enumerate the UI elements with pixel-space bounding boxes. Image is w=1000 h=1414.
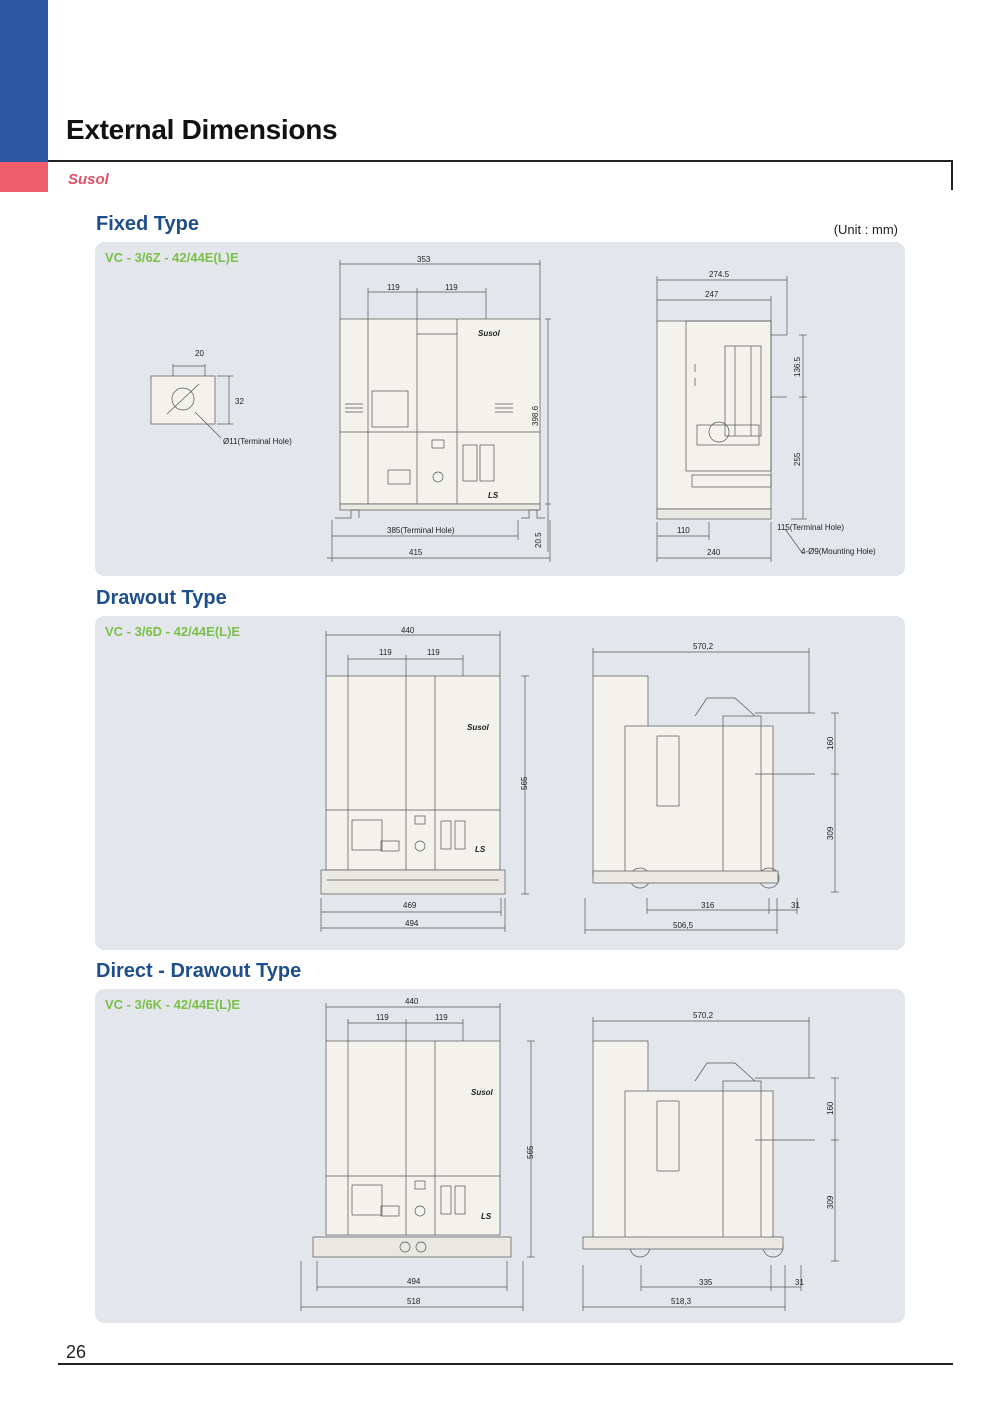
dim-570-2: 570,2 xyxy=(693,1011,714,1020)
dim-353: 353 xyxy=(417,255,431,264)
ls-mark-fixed: LS xyxy=(488,491,499,500)
dim-160: 160 xyxy=(826,1101,835,1115)
dim-518-3: 518,3 xyxy=(671,1297,692,1306)
dim-255: 255 xyxy=(793,452,802,466)
drawing-direct: Susol LS 440 119 119 565 494 518 570,2 1… xyxy=(300,997,839,1311)
dim-247: 247 xyxy=(705,290,719,299)
dim-31: 31 xyxy=(791,901,800,910)
section-title-fixed: Fixed Type xyxy=(96,213,199,235)
model-code-drawout: VC - 3/6D - 42/44E(L)E xyxy=(105,624,241,639)
dim-119-right: 119 xyxy=(427,648,440,657)
brand-mark-direct: Susol xyxy=(471,1088,494,1097)
dim-119-left: 119 xyxy=(387,283,400,292)
dim-119-right: 119 xyxy=(445,283,458,292)
dim-terminal-hole: Ø11(Terminal Hole) xyxy=(223,437,292,446)
model-code-fixed: VC - 3/6Z - 42/44E(L)E xyxy=(105,250,239,265)
title-rule-tick xyxy=(951,160,953,190)
drawing-fixed: Susol LS 20 32 Ø11(Terminal Hole) 353 11… xyxy=(150,255,876,562)
dim-mounting-hole: 4-Ø9(Mounting Hole) xyxy=(801,547,876,556)
dim-440: 440 xyxy=(401,626,415,635)
dim-32: 32 xyxy=(235,397,244,406)
dim-119-left: 119 xyxy=(379,648,392,657)
side-bar-blue xyxy=(0,0,48,162)
title-rule xyxy=(48,160,953,162)
dim-518: 518 xyxy=(407,1297,421,1306)
ls-mark-direct: LS xyxy=(481,1212,492,1221)
section-title-drawout: Drawout Type xyxy=(96,587,227,609)
ls-mark-drawout: LS xyxy=(475,845,486,854)
page-number: 26 xyxy=(66,1342,87,1362)
dim-494: 494 xyxy=(405,919,419,928)
footer-rule xyxy=(58,1363,953,1365)
brand-mark-drawout: Susol xyxy=(467,723,490,732)
panel-drawout: VC - 3/6D - 42/44E(L)E xyxy=(95,616,905,950)
dim-570-2: 570,2 xyxy=(693,642,714,651)
dim-440: 440 xyxy=(405,997,419,1006)
dim-506-5: 506,5 xyxy=(673,921,694,930)
dim-119-right: 119 xyxy=(435,1013,448,1022)
dim-309: 309 xyxy=(826,826,835,840)
dim-274-5: 274.5 xyxy=(709,270,730,279)
dim-565: 565 xyxy=(520,776,529,790)
dim-335: 335 xyxy=(699,1278,713,1287)
dim-20: 20 xyxy=(195,349,204,358)
dim-136-5: 136.5 xyxy=(793,356,802,377)
section-title-direct: Direct - Drawout Type xyxy=(96,960,302,982)
brand-label: Susol xyxy=(68,171,109,188)
dim-494: 494 xyxy=(407,1277,421,1286)
dim-469: 469 xyxy=(403,901,417,910)
dim-240: 240 xyxy=(707,548,721,557)
dim-309: 309 xyxy=(826,1195,835,1209)
panel-fixed: VC - 3/6Z - 42/44E(L)E xyxy=(95,242,905,576)
dim-20-5: 20.5 xyxy=(534,532,543,548)
dim-31: 31 xyxy=(795,1278,804,1287)
brand-mark-fixed: Susol xyxy=(478,329,501,338)
dim-415: 415 xyxy=(409,548,423,557)
dim-115-terminal: 115(Terminal Hole) xyxy=(777,523,844,532)
page-title: External Dimensions xyxy=(66,114,338,145)
unit-label: (Unit : mm) xyxy=(833,222,898,237)
side-bar-red xyxy=(0,162,48,192)
dim-110: 110 xyxy=(677,526,690,535)
panel-direct: VC - 3/6K - 42/44E(L)E xyxy=(95,989,905,1323)
dim-119-left: 119 xyxy=(376,1013,389,1022)
dim-565: 565 xyxy=(526,1145,535,1159)
dim-316: 316 xyxy=(701,901,715,910)
dim-160: 160 xyxy=(826,736,835,750)
dim-398-6: 398.6 xyxy=(531,405,540,426)
model-code-direct: VC - 3/6K - 42/44E(L)E xyxy=(105,997,241,1012)
dim-385: 385(Terminal Hole) xyxy=(387,526,455,535)
drawing-drawout: Susol LS 440 119 119 565 469 494 570,2 1… xyxy=(320,626,839,934)
